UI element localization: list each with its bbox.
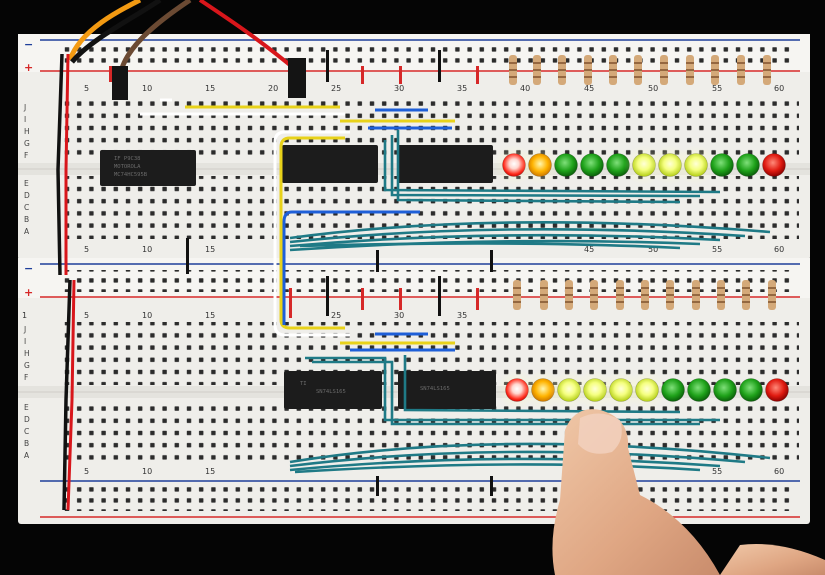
led-red xyxy=(765,378,789,402)
col-number: 1 xyxy=(22,311,27,320)
chip-bottom-2: SN74LS165 xyxy=(398,371,496,409)
row-letter: H xyxy=(24,127,30,136)
teal-bus-upper xyxy=(289,130,771,252)
row-letter: C xyxy=(24,427,29,436)
row-letter: G xyxy=(24,361,30,370)
col-number: 35 xyxy=(457,311,467,320)
col-number: 60 xyxy=(774,245,784,254)
col-number: 15 xyxy=(205,245,215,254)
row-letter: B xyxy=(24,215,29,224)
row-letter: A xyxy=(24,451,30,460)
finger xyxy=(552,409,825,575)
col-number: 55 xyxy=(712,467,722,476)
chip-text: SN74LS165 xyxy=(316,389,346,395)
rail-plus-sign: + xyxy=(24,61,33,74)
rail-minus-sign: − xyxy=(24,262,33,275)
col-number: 5 xyxy=(84,311,89,320)
lower-wiring: TI SN74LS165 SN74LS165 xyxy=(62,276,776,511)
led-green xyxy=(710,153,734,177)
col-number: 10 xyxy=(142,467,152,476)
col-number: 45 xyxy=(584,84,594,93)
row-letter: B xyxy=(24,439,29,448)
header-connector xyxy=(112,66,128,100)
led-yellowgreen xyxy=(627,370,667,410)
chip-left: IF P9C38 MOTOROLA MC74HC595B xyxy=(100,150,196,186)
row-letter: A xyxy=(24,227,30,236)
col-number: 25 xyxy=(331,84,341,93)
col-number: 50 xyxy=(648,245,658,254)
row-letter: H xyxy=(24,349,30,358)
row-letter: E xyxy=(24,403,29,412)
col-number: 10 xyxy=(142,84,152,93)
row-letter: C xyxy=(24,203,29,212)
led-green xyxy=(661,378,685,402)
col-number: 50 xyxy=(648,84,658,93)
upper-wiring: IF P9C38 MOTOROLA MC74HC595B xyxy=(56,0,771,337)
col-number: 15 xyxy=(205,467,215,476)
col-number: 5 xyxy=(84,245,89,254)
rail-minus-sign: − xyxy=(24,38,33,51)
col-number: 55 xyxy=(712,245,722,254)
resistor-row xyxy=(509,55,771,85)
row-letter: G xyxy=(24,139,30,148)
row-letter: E xyxy=(24,179,29,188)
led-green xyxy=(736,153,760,177)
chip-text: IF P9C38 xyxy=(114,156,141,162)
header-connector xyxy=(288,58,306,98)
led-red xyxy=(762,153,786,177)
col-number: 30 xyxy=(394,84,404,93)
led-green xyxy=(580,153,604,177)
col-number: 55 xyxy=(712,84,722,93)
col-number: 15 xyxy=(205,311,215,320)
resistor-row xyxy=(513,280,776,310)
col-number: 40 xyxy=(520,84,530,93)
chip-text: SN74LS165 xyxy=(420,386,450,392)
col-number: 15 xyxy=(205,84,215,93)
chip-bottom-1: TI SN74LS165 xyxy=(284,371,382,409)
col-number: 10 xyxy=(142,245,152,254)
col-number: 45 xyxy=(584,245,594,254)
chip-text: TI xyxy=(300,381,307,387)
led-yellowgreen xyxy=(676,145,716,185)
row-letter: J xyxy=(23,103,26,112)
led-green xyxy=(739,378,763,402)
row-letter: D xyxy=(24,191,30,200)
col-number: 5 xyxy=(84,467,89,476)
led-bar-bottom xyxy=(497,370,789,410)
chip-top-1 xyxy=(282,145,378,183)
row-letter: I xyxy=(24,115,26,124)
col-number: 35 xyxy=(457,84,467,93)
col-number: 25 xyxy=(331,311,341,320)
col-number: 10 xyxy=(142,311,152,320)
row-letter: I xyxy=(24,337,26,346)
rail-plus-sign: + xyxy=(24,286,33,299)
chip-text: MOTOROLA xyxy=(114,164,141,170)
chip-text: MC74HC595B xyxy=(114,172,148,178)
col-number: 60 xyxy=(774,84,784,93)
led-green xyxy=(687,378,711,402)
col-number: 30 xyxy=(394,311,404,320)
led-bar-top xyxy=(494,145,786,185)
row-letter: F xyxy=(24,373,28,382)
row-letter: J xyxy=(23,325,26,334)
led-green xyxy=(554,153,578,177)
col-number: 5 xyxy=(84,84,89,93)
col-number: 60 xyxy=(774,467,784,476)
led-green xyxy=(713,378,737,402)
col-number: 20 xyxy=(268,84,278,93)
row-letter: F xyxy=(24,151,28,160)
row-letter: D xyxy=(24,415,30,424)
led-amber xyxy=(520,145,560,185)
chip-top-2 xyxy=(397,145,493,183)
teal-bus-lower xyxy=(289,355,771,474)
